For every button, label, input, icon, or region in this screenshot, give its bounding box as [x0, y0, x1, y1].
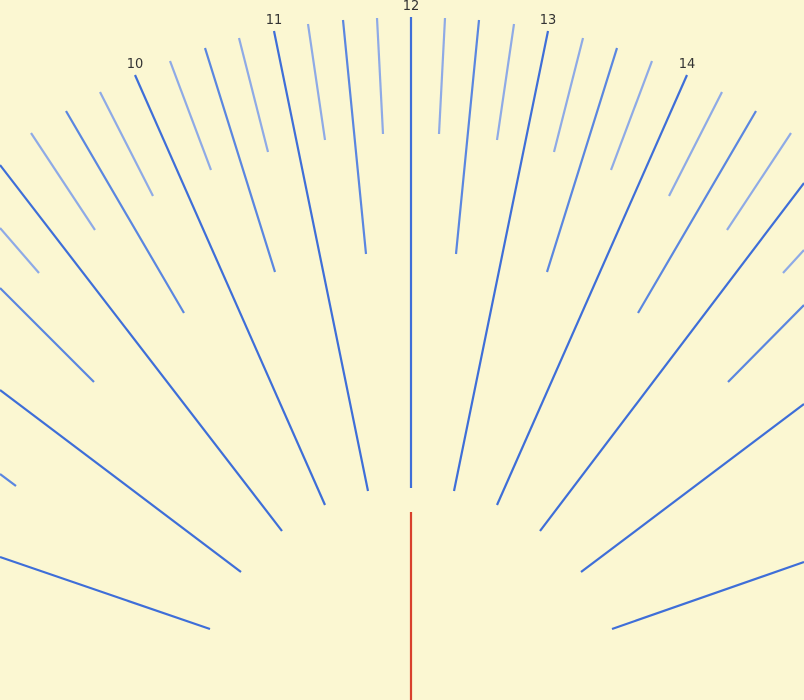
quarter-hour-line — [668, 91, 723, 197]
quarter-hour-line — [306, 23, 327, 141]
half-hour-line — [454, 19, 481, 255]
hour-labels: 10 11 12 13 14 — [127, 0, 696, 72]
hour-line — [539, 182, 804, 532]
quarter-hour-line — [726, 132, 792, 231]
hour-label-11: 11 — [266, 13, 283, 28]
quarter-hour-line — [30, 132, 96, 231]
half-hour-line — [727, 304, 804, 383]
hour-line — [0, 389, 242, 573]
hour-label-13: 13 — [540, 13, 557, 28]
hour-line — [452, 30, 550, 492]
hour-line — [133, 74, 327, 506]
hour-label-14: 14 — [679, 57, 696, 72]
quarter-hour-line — [168, 60, 213, 171]
quarter-hour-line — [0, 227, 40, 274]
hour-lines — [0, 17, 804, 631]
quarter-hour-line — [552, 37, 585, 153]
half-hour-line — [0, 473, 17, 487]
hour-label-12: 12 — [403, 0, 420, 14]
hour-line — [495, 74, 689, 506]
quarter-hour-line — [237, 37, 270, 153]
hour-line — [580, 403, 804, 573]
half-hour-line — [545, 47, 619, 273]
quarter-hour-line — [375, 17, 385, 135]
quarter-hour-line — [609, 60, 654, 171]
half-hour-line — [0, 287, 95, 383]
hour-line — [272, 30, 370, 492]
quarter-hour-line — [437, 17, 447, 135]
hour-line — [0, 164, 283, 532]
half-hour-line — [341, 19, 368, 255]
hour-label-10: 10 — [127, 57, 144, 72]
hour-line — [0, 555, 211, 631]
half-hour-line — [637, 110, 757, 314]
half-hour-line — [65, 110, 185, 314]
quarter-hour-line — [495, 23, 516, 141]
quarter-hour-line — [782, 249, 804, 274]
half-hour-line — [203, 47, 277, 273]
hour-line — [611, 560, 804, 631]
quarter-hour-line — [99, 91, 154, 197]
